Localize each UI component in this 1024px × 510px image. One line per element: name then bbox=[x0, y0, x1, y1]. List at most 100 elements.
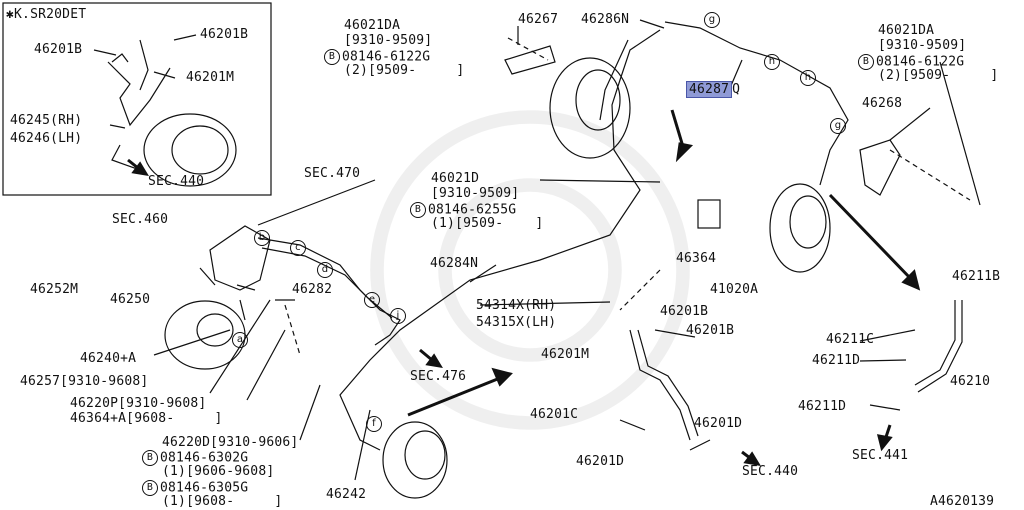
label-range-3: [9310-9509] bbox=[431, 186, 520, 201]
label-46201D-b: 46201D bbox=[576, 454, 625, 469]
label-46211D-a: 46211D bbox=[812, 353, 861, 368]
circle-letter: e bbox=[364, 292, 380, 308]
inset-label-sec440: SEC.440 bbox=[148, 174, 205, 189]
label-46211C: 46211C bbox=[826, 332, 875, 347]
bolt-text: 08146-6122G bbox=[342, 49, 431, 65]
label-46282: 46282 bbox=[292, 282, 333, 297]
label-46220D: 46220D[9310-9606] bbox=[162, 435, 299, 450]
circle-letter: h bbox=[800, 70, 816, 86]
inset-title: ✱K.SR20DET bbox=[6, 7, 87, 22]
letter-d: d bbox=[317, 262, 335, 278]
label-46201D-a: 46201D bbox=[694, 416, 743, 431]
bracket-46268 bbox=[859, 139, 901, 196]
label-range-2: [9310-9509] bbox=[878, 38, 967, 53]
label-46240A: 46240+A bbox=[80, 351, 137, 366]
label-46268: 46268 bbox=[862, 96, 903, 111]
bolt-text: 08146-6305G bbox=[160, 480, 249, 496]
label-46364A: 46364+A[9608- ] bbox=[70, 411, 223, 426]
label-sec440: SEC.440 bbox=[742, 464, 799, 479]
circle-letter: a bbox=[232, 332, 248, 348]
circle-b-icon: B bbox=[324, 49, 340, 65]
circle-letter: g bbox=[704, 12, 720, 28]
label-46267: 46267 bbox=[518, 12, 559, 27]
circle-letter: c bbox=[290, 240, 306, 256]
label-46201C: 46201C bbox=[530, 407, 579, 422]
label-qty-5: (1)[9608- ] bbox=[162, 494, 283, 509]
inset-label-46246: 46246(LH) bbox=[10, 131, 83, 146]
circle-letter: f bbox=[366, 416, 382, 432]
label-sec460: SEC.460 bbox=[112, 212, 169, 227]
inset-label-46201B: 46201B bbox=[34, 42, 83, 57]
circle-b-icon: B bbox=[142, 480, 158, 496]
label-46021D: 46021D bbox=[431, 171, 480, 186]
letter-a: a bbox=[232, 332, 250, 348]
label-46284N: 46284N bbox=[430, 256, 479, 271]
label-range: [9310-9509] bbox=[344, 33, 433, 48]
circle-letter: g bbox=[830, 118, 846, 134]
label-46021DA-2: 46021DA bbox=[878, 23, 935, 38]
hose-46201M bbox=[629, 329, 691, 441]
label-sec476: SEC.476 bbox=[410, 369, 467, 384]
label-46364: 46364 bbox=[676, 251, 717, 266]
bolt-text: 08146-6255G bbox=[428, 202, 517, 218]
circle-b-icon: B bbox=[142, 450, 158, 466]
master-cylinder bbox=[209, 225, 271, 291]
junction-46364 bbox=[697, 199, 721, 229]
inset-frame bbox=[2, 2, 272, 196]
bolt-text: 08146-6302G bbox=[160, 450, 249, 466]
label-46211B: 46211B bbox=[952, 269, 1001, 284]
bolt-text: 08146-6122G bbox=[876, 54, 965, 70]
bracket-46267 bbox=[504, 45, 556, 75]
hose-46210 bbox=[914, 300, 956, 386]
label-sec470: SEC.470 bbox=[304, 166, 361, 181]
letter-f: f bbox=[366, 416, 384, 432]
letter-e: e bbox=[364, 292, 382, 308]
inset-label-46201M: 46201M bbox=[186, 70, 235, 85]
circle-b-icon: B bbox=[410, 202, 426, 218]
label-46242: 46242 bbox=[326, 487, 367, 502]
circle-b-icon: B bbox=[858, 54, 874, 70]
label-qty-3: (1)[9509- ] bbox=[431, 216, 544, 231]
circle-letter: b bbox=[254, 230, 270, 246]
label-54315X: 54315X(LH) bbox=[476, 315, 557, 330]
circle-letter: h bbox=[764, 54, 780, 70]
watermark-emblem bbox=[370, 110, 690, 430]
label-qty: (2)[9509- ] bbox=[344, 63, 465, 78]
highlighted-part: 46287 bbox=[686, 81, 733, 98]
circle-letter: d bbox=[317, 262, 333, 278]
circle-letter: j bbox=[390, 308, 406, 324]
label-46252M: 46252M bbox=[30, 282, 79, 297]
rotor-rear-left bbox=[382, 421, 448, 499]
label-46210: 46210 bbox=[950, 374, 991, 389]
label-46220P: 46220P[9310-9608] bbox=[70, 396, 207, 411]
rotor-front-right bbox=[549, 57, 631, 159]
label-46286N: 46286N bbox=[581, 12, 630, 27]
diagram-code: A4620139 bbox=[930, 494, 995, 509]
label-46250: 46250 bbox=[110, 292, 151, 307]
label-46257: 46257[9310-9608] bbox=[20, 374, 149, 389]
letter-h: h bbox=[764, 54, 782, 70]
rotor-rear-right bbox=[769, 183, 831, 273]
arrow-to-sec476 bbox=[407, 376, 501, 417]
label-46021DA: 46021DA bbox=[344, 18, 401, 33]
label-qty-4: (1)[9606-9608] bbox=[162, 464, 275, 479]
inset-label-46201B-2: 46201B bbox=[200, 27, 249, 42]
label-qty-2: (2)[9509- ] bbox=[878, 68, 999, 83]
letter-b: b bbox=[254, 230, 272, 246]
q-suffix: Q bbox=[732, 82, 741, 97]
label-46211D-b: 46211D bbox=[798, 399, 847, 414]
label-54314X: 54314X(RH) bbox=[476, 298, 557, 313]
label-46201B-b: 46201B bbox=[686, 323, 735, 338]
inset-label-46245: 46245(RH) bbox=[10, 113, 83, 128]
label-sec441: SEC.441 bbox=[852, 448, 909, 463]
label-46201B-a: 46201B bbox=[660, 304, 709, 319]
label-41020A: 41020A bbox=[710, 282, 759, 297]
letter-g: g bbox=[704, 12, 722, 28]
